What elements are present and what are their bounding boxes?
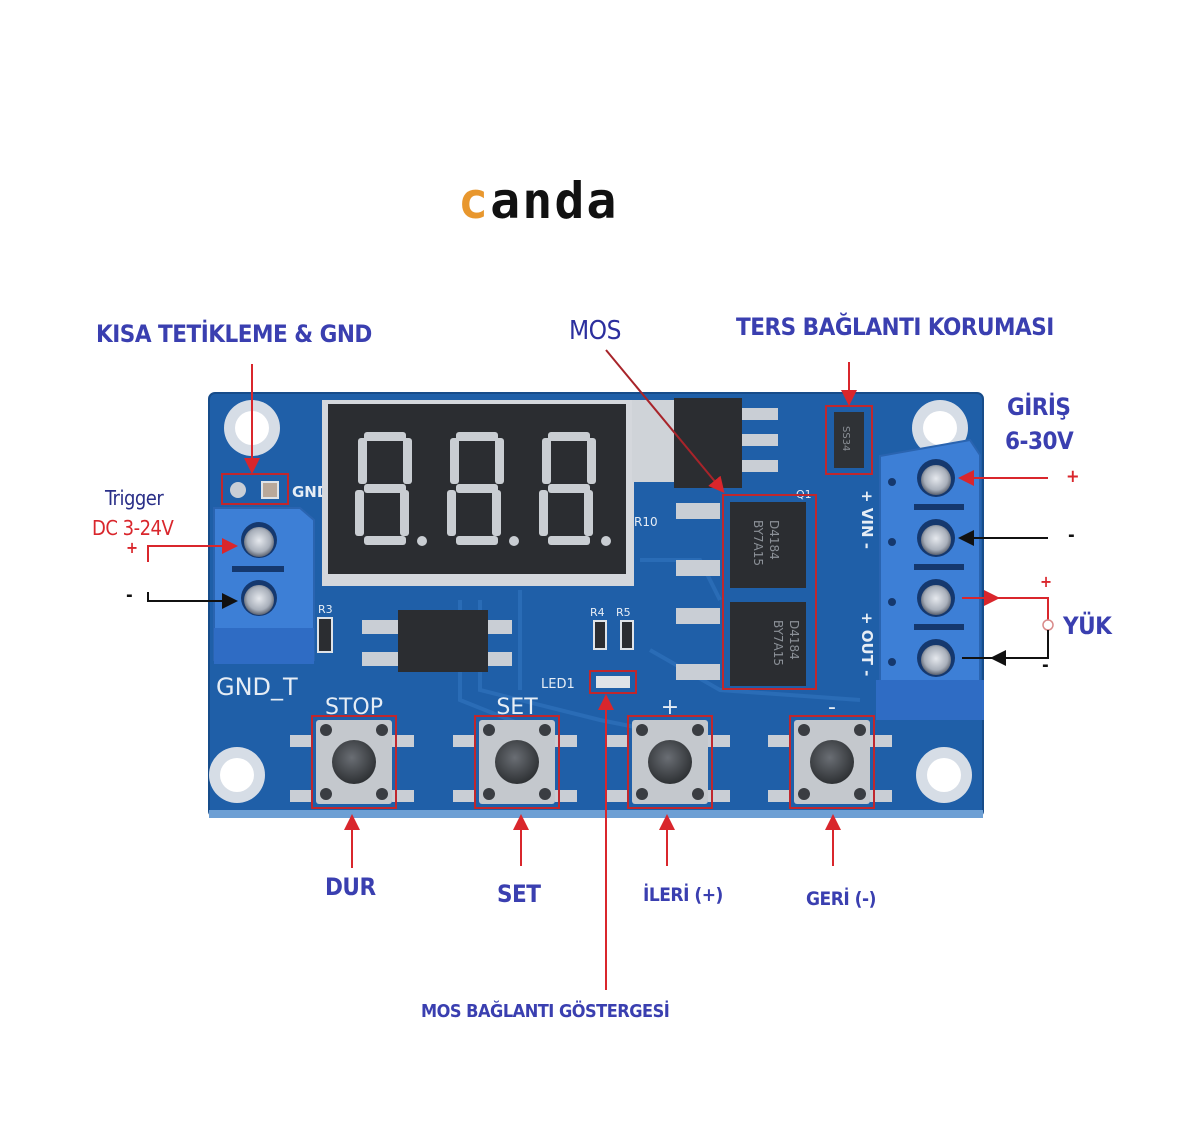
trigger-title: Trigger bbox=[105, 486, 164, 510]
silk-led1: LED1 bbox=[541, 677, 575, 692]
logo-accent-letter: c bbox=[458, 172, 491, 230]
display-digit bbox=[355, 432, 427, 546]
tactile-button-4: - bbox=[768, 695, 892, 809]
svg-text:BY7A15: BY7A15 bbox=[751, 520, 765, 566]
callout-reverse-protection: TERS BAĞLANTI KORUMASI bbox=[736, 313, 1054, 341]
silk-r10: R10 bbox=[634, 515, 658, 529]
mosfet-2: D4184 BY7A15 bbox=[676, 602, 806, 686]
callout-mos: MOS bbox=[569, 316, 621, 346]
button-silk-label: - bbox=[828, 695, 836, 720]
vin-plus: + bbox=[1066, 466, 1080, 487]
seven-segment-display bbox=[322, 400, 634, 586]
callout-load: YÜK bbox=[1063, 612, 1112, 640]
callout-mos-indicator: MOS BAĞLANTI GÖSTERGESİ bbox=[421, 1001, 670, 1022]
callout-input-range: 6-30V bbox=[1005, 427, 1074, 455]
silk-out: + OUT - bbox=[858, 612, 876, 676]
display-digit bbox=[539, 432, 611, 546]
mosfet-1: D4184 BY7A15 bbox=[676, 502, 806, 588]
vin-minus: - bbox=[1068, 525, 1075, 546]
gnd-pads-highlight bbox=[221, 473, 289, 505]
svg-text:BY7A15: BY7A15 bbox=[771, 620, 785, 666]
load-plus: + bbox=[1040, 572, 1052, 591]
callout-stop: DUR bbox=[325, 873, 376, 901]
tactile-buttons: STOP SET + - bbox=[290, 695, 892, 809]
callout-arrows bbox=[147, 349, 1054, 990]
trigger-plus: + bbox=[126, 538, 138, 557]
optocoupler bbox=[362, 610, 512, 672]
display-digit bbox=[447, 432, 519, 546]
ss34-diode bbox=[834, 412, 864, 468]
button-silk-label: SET bbox=[496, 695, 538, 720]
diode-highlight bbox=[825, 405, 873, 475]
load-minus: - bbox=[1042, 655, 1049, 676]
silk-r5: R5 bbox=[616, 606, 631, 619]
svg-text:D4184: D4184 bbox=[787, 620, 801, 660]
callout-set: SET bbox=[497, 880, 541, 908]
silk-gnd-t: GND_T bbox=[216, 673, 298, 701]
callout-forward: İLERİ (+) bbox=[643, 884, 723, 906]
trigger-terminal-block bbox=[213, 507, 315, 664]
voltage-regulator bbox=[632, 398, 778, 488]
svg-text:D4184: D4184 bbox=[767, 520, 781, 560]
button-silk-label: STOP bbox=[325, 695, 383, 720]
tactile-button-1: STOP bbox=[290, 695, 414, 809]
diode-marking: SS34 bbox=[840, 426, 851, 451]
callout-short-trigger: KISA TETİKLEME & GND bbox=[96, 320, 372, 348]
led-highlight bbox=[589, 670, 637, 694]
callout-back: GERİ (-) bbox=[806, 888, 876, 910]
silk-r3: R3 bbox=[318, 603, 333, 616]
brand-logo: canda bbox=[458, 176, 619, 226]
silk-vin: + VIN - bbox=[858, 490, 876, 549]
callout-input-title: GİRİŞ bbox=[1007, 393, 1071, 421]
tactile-button-2: SET bbox=[453, 695, 577, 809]
mounting-holes bbox=[209, 400, 972, 803]
tactile-button-3: + bbox=[606, 695, 730, 809]
trigger-minus: - bbox=[126, 585, 133, 606]
logo-text: anda bbox=[490, 172, 619, 230]
display-digits bbox=[355, 432, 611, 546]
power-terminal-block bbox=[876, 438, 984, 720]
trigger-range: DC 3-24V bbox=[92, 516, 174, 540]
silk-r4: R4 bbox=[590, 606, 605, 619]
silk-gnd: GND bbox=[292, 483, 329, 501]
mosfet-highlight bbox=[722, 494, 817, 690]
led1 bbox=[596, 676, 630, 688]
button-silk-label: + bbox=[661, 695, 679, 720]
